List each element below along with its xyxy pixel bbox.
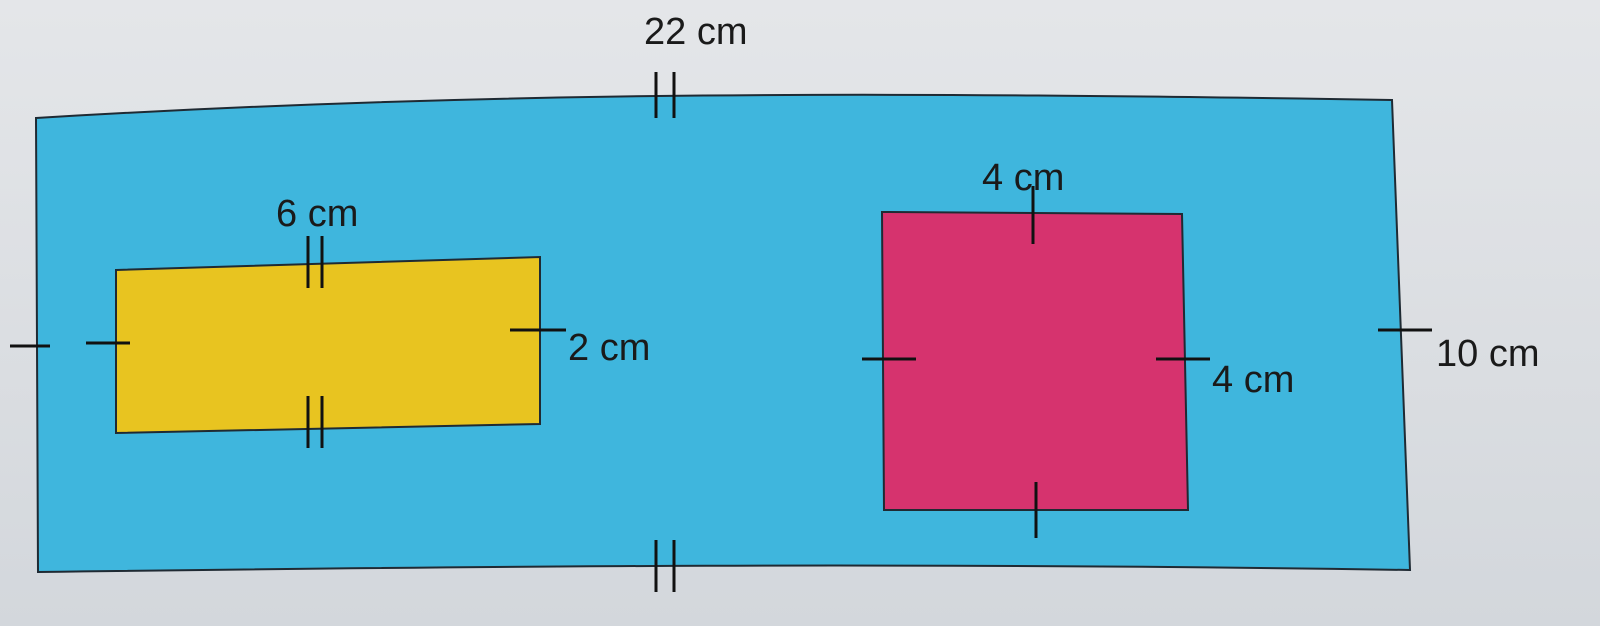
outer-width-label: 10 cm <box>1436 333 1539 375</box>
outer-length-label: 22 cm <box>644 11 747 53</box>
yellow-length-label: 6 cm <box>276 193 358 235</box>
pink-square <box>880 210 1190 511</box>
yellow-top-double-tick <box>306 236 324 288</box>
pink-top-label: 4 cm <box>982 157 1064 199</box>
pink-side-label: 4 cm <box>1212 359 1294 401</box>
yellow-bottom-double-tick <box>306 396 324 448</box>
outer-bottom-double-tick <box>654 540 676 592</box>
outer-top-double-tick <box>654 72 676 118</box>
yellow-width-label: 2 cm <box>568 327 650 369</box>
yellow-rectangle <box>115 255 541 435</box>
